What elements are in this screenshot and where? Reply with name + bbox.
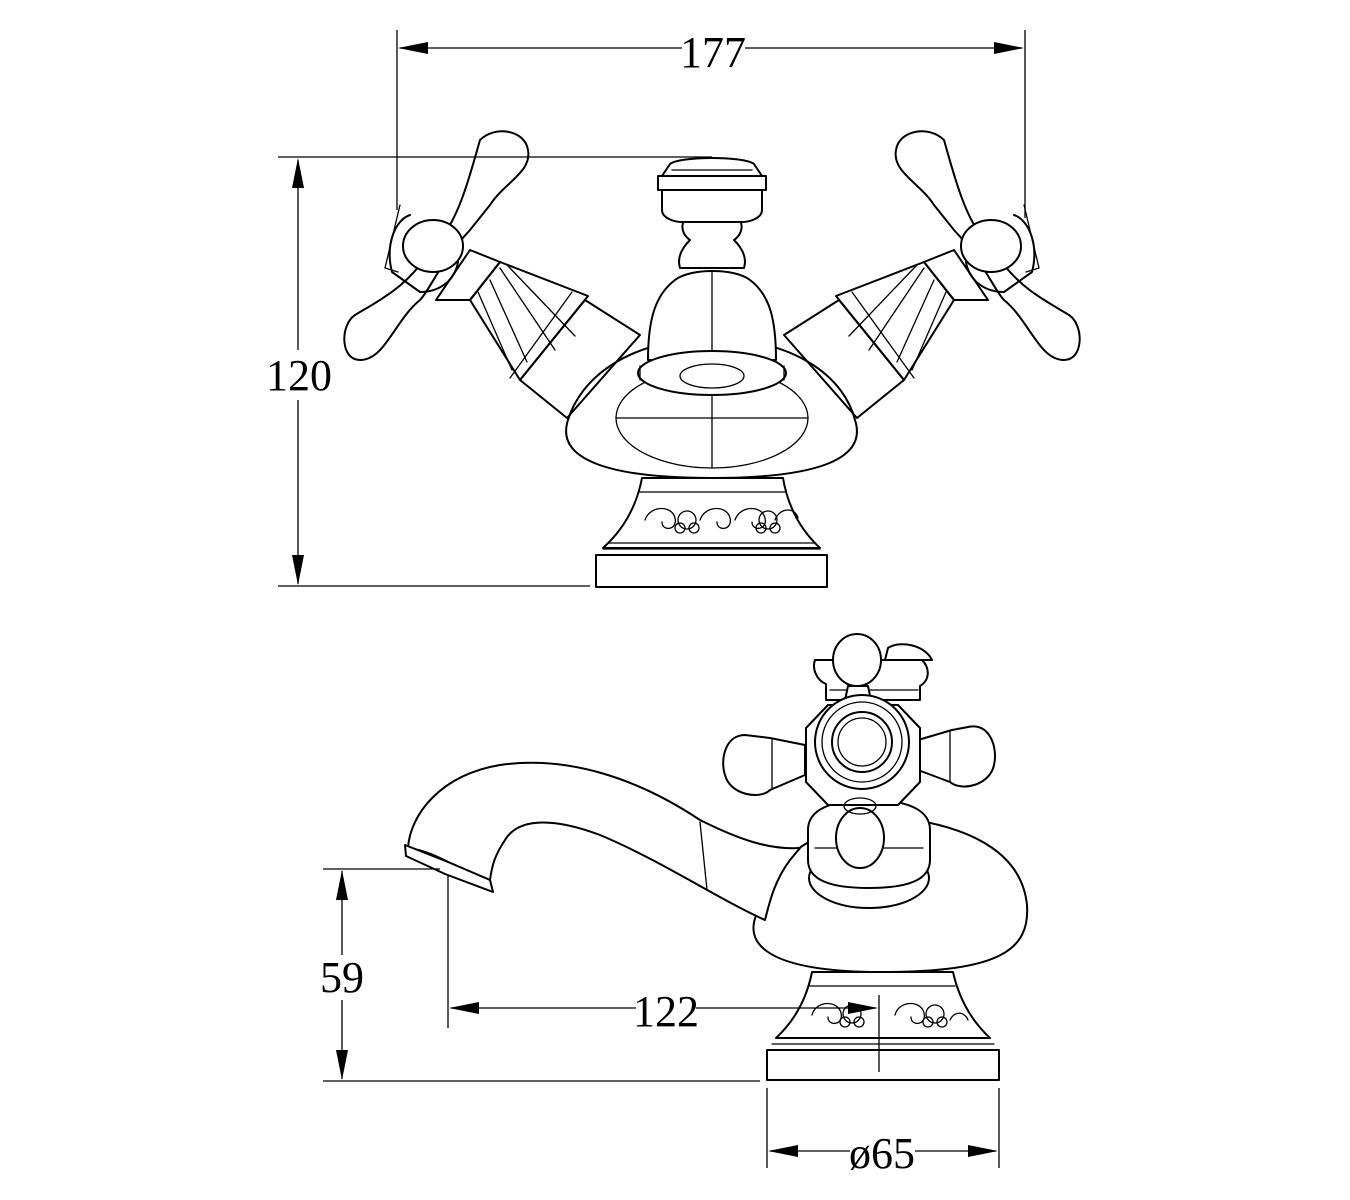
- front-left-handle-hub: [402, 219, 464, 273]
- front-left-valve: [343, 130, 641, 419]
- dimension-lines: [278, 30, 1026, 1168]
- dim-label-height: 120: [266, 351, 332, 400]
- side-base-plate: [766, 1049, 1000, 1081]
- side-pedestal: [775, 971, 991, 1039]
- side-handle-arm-right: [917, 725, 996, 788]
- dim-label-base-diameter: ø65: [849, 1129, 915, 1178]
- side-handle-arm-bottom: [835, 807, 885, 869]
- side-ornament: [811, 1002, 969, 1028]
- side-handle-arm-top: [832, 633, 882, 687]
- front-right-valve: [783, 130, 1081, 419]
- front-pedestal: [602, 477, 821, 549]
- side-handle-arm-left: [722, 734, 806, 796]
- side-view: [404, 633, 1029, 1081]
- front-base-plate: [595, 554, 828, 588]
- front-spout-outlet: [637, 350, 787, 396]
- side-spout-outlet: [404, 844, 494, 893]
- side-spout: [407, 761, 801, 921]
- front-ornament: [644, 507, 799, 534]
- front-top-knob-neck: [678, 219, 746, 269]
- front-view: [343, 130, 1081, 588]
- dim-label-spout-reach: 122: [633, 987, 699, 1036]
- front-right-handle-hub: [960, 219, 1022, 273]
- dim-label-width: 177: [680, 28, 746, 77]
- dim-label-spout-height: 59: [320, 953, 364, 1002]
- front-top-cap: [661, 187, 763, 223]
